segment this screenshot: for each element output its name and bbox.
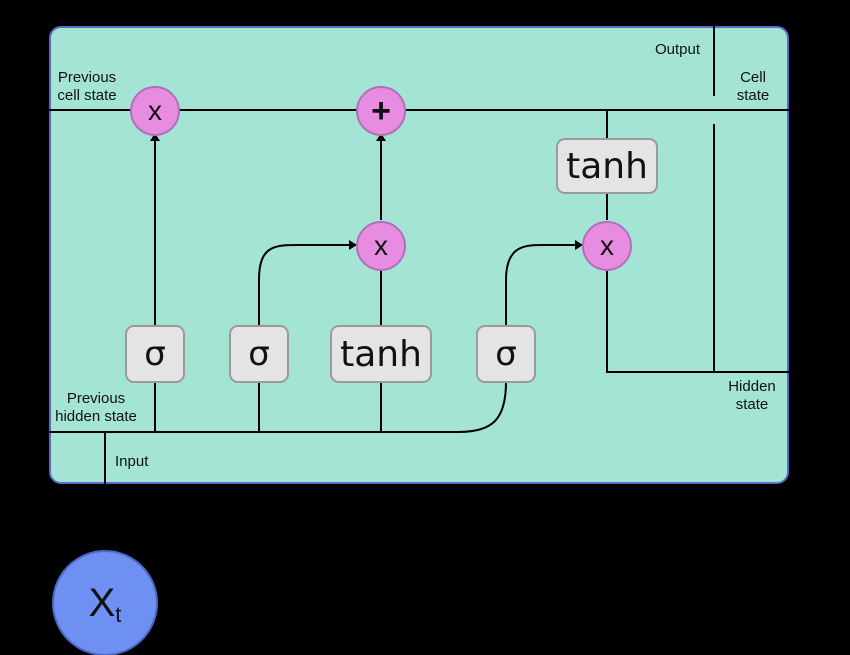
hidden-state-label-line-2: state xyxy=(735,396,769,413)
previous-cell-state-label-line-1: Previous xyxy=(57,69,117,86)
forget-multiply-operator: x xyxy=(130,86,180,136)
output-gate-sigmoid: σ xyxy=(476,325,536,383)
hidden-state-wire xyxy=(606,270,790,373)
input-multiply-operator: x xyxy=(356,221,406,271)
hidden-input-bus xyxy=(49,381,507,433)
input-gate-wire xyxy=(258,240,357,325)
candidate-tanh: tanh xyxy=(330,325,432,383)
cell-state-label: Cell state xyxy=(730,69,776,105)
cell-add-operator: + xyxy=(356,86,406,136)
input-gate-sigmoid: σ xyxy=(229,325,289,383)
cell-state-label-line-1: Cell xyxy=(740,69,766,86)
input-label: Input xyxy=(115,453,149,470)
previous-hidden-state-label-line-2: hidden state xyxy=(55,408,137,425)
hidden-state-label: Hidden state xyxy=(722,378,782,414)
previous-cell-state-label-line-2: cell state xyxy=(57,87,117,104)
output-label: Output xyxy=(655,41,701,58)
output-gate-wire xyxy=(505,240,583,325)
input-subscript: t xyxy=(115,602,122,627)
cell-state-tanh: tanh xyxy=(556,138,658,194)
previous-cell-state-label: Previous cell state xyxy=(55,69,119,105)
previous-hidden-state-label: Previous hidden state xyxy=(52,390,140,426)
cell-state-label-line-2: state xyxy=(736,87,770,104)
output-multiply-operator: x xyxy=(582,221,632,271)
input-symbol: X xyxy=(88,581,116,625)
forget-gate-sigmoid: σ xyxy=(125,325,185,383)
hidden-state-label-line-1: Hidden xyxy=(728,378,776,395)
previous-hidden-state-label-line-1: Previous xyxy=(66,390,126,407)
